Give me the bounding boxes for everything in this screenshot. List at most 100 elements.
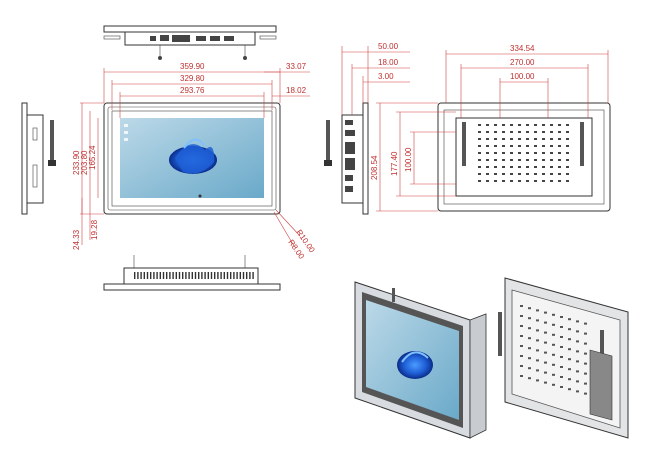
- vent-hole: [550, 152, 553, 154]
- vent-hole: [558, 166, 561, 168]
- vent-hole: [520, 325, 523, 327]
- dim-top-3: 33.07: [286, 62, 307, 71]
- vent-hole: [478, 159, 481, 161]
- vent-hole: [552, 343, 555, 346]
- vent-slot: [198, 272, 200, 279]
- vent-hole: [518, 124, 521, 126]
- vent-hole: [550, 166, 553, 168]
- vent-slot: [159, 272, 161, 279]
- vent-slot: [169, 272, 171, 279]
- vent-slot: [182, 272, 184, 279]
- vent-hole: [560, 326, 563, 328]
- vent-hole: [534, 159, 537, 161]
- dim-left-3: 24.33: [72, 229, 81, 250]
- vent-hole: [542, 124, 545, 126]
- vent-hole: [584, 372, 587, 375]
- vent-hole: [560, 386, 563, 388]
- vent-hole: [550, 145, 553, 147]
- vent-slot: [201, 272, 203, 279]
- vent-slot: [194, 272, 197, 279]
- rear-view: 334.54 270.00 100.00 208.54 177.40 100.0…: [370, 44, 611, 212]
- dim-side-0: 50.00: [378, 42, 399, 51]
- vent-hole: [536, 339, 539, 342]
- vent-hole: [568, 378, 571, 381]
- front-left-dimensions: 233.90 203.80 165.24 24.33 19.28: [72, 102, 104, 250]
- vent-slot: [210, 272, 213, 279]
- vent-hole: [478, 138, 481, 140]
- vent-hole: [510, 145, 513, 147]
- vent-hole: [566, 152, 569, 154]
- vent-hole: [518, 180, 521, 182]
- vent-hole: [486, 152, 489, 154]
- vent-hole: [520, 365, 523, 367]
- vent-hole: [494, 159, 497, 161]
- vent-hole: [486, 138, 489, 140]
- vent-hole: [542, 131, 545, 133]
- vent-hole: [560, 316, 563, 318]
- vent-hole: [566, 166, 569, 168]
- vent-hole: [560, 366, 563, 368]
- vent-hole: [558, 173, 561, 175]
- vent-hole: [568, 338, 571, 341]
- antenna-icon: [392, 288, 395, 302]
- vent-hole: [534, 166, 537, 168]
- vent-hole: [542, 138, 545, 140]
- dim-rear-left-1: 177.40: [390, 151, 399, 176]
- vent-hole: [502, 124, 505, 126]
- vent-hole: [510, 180, 513, 182]
- vent-hole: [534, 145, 537, 147]
- vent-hole: [550, 131, 553, 133]
- vent-hole: [518, 145, 521, 147]
- vent-hole: [502, 138, 505, 140]
- vent-hole: [558, 152, 561, 154]
- vent-hole: [536, 369, 539, 372]
- vent-hole: [534, 180, 537, 182]
- isometric-rear: [498, 277, 629, 439]
- vent-hole: [478, 173, 481, 175]
- vent-hole: [576, 350, 579, 353]
- vent-hole: [552, 313, 555, 316]
- vent-hole: [544, 321, 547, 324]
- vent-hole: [502, 145, 505, 147]
- vent-hole: [520, 375, 523, 377]
- vent-hole: [526, 180, 529, 182]
- vent-hole: [502, 173, 505, 175]
- dim-rear-top-2: 100.00: [510, 72, 535, 81]
- vent-hole: [486, 131, 489, 133]
- dim-left-4: 19.28: [90, 219, 99, 240]
- vent-hole: [502, 180, 505, 182]
- vent-slot: [137, 272, 139, 279]
- vent-hole: [510, 152, 513, 154]
- vent-hole: [486, 145, 489, 147]
- dim-left-2: 165.24: [88, 145, 97, 170]
- vent-hole: [566, 138, 569, 140]
- dim-left-0: 233.90: [72, 150, 81, 175]
- vent-hole: [502, 152, 505, 154]
- vent-hole: [520, 335, 523, 337]
- dim-rear-left-0: 208.54: [370, 155, 379, 180]
- vent-hole: [542, 145, 545, 147]
- isometric-front: [354, 281, 487, 439]
- vent-hole: [478, 131, 481, 133]
- vent-hole: [568, 358, 571, 361]
- vent-hole: [528, 337, 531, 340]
- vent-hole: [494, 173, 497, 175]
- vent-hole: [544, 331, 547, 334]
- vent-hole: [510, 124, 513, 126]
- vent-hole: [566, 173, 569, 175]
- vent-hole: [520, 345, 523, 347]
- vent-hole: [584, 342, 587, 345]
- vent-hole: [558, 180, 561, 182]
- vent-hole: [550, 124, 553, 126]
- vent-hole: [528, 307, 531, 310]
- vent-hole: [568, 388, 571, 391]
- vent-hole: [536, 319, 539, 322]
- antenna-icon: [48, 120, 56, 166]
- vent-hole: [502, 166, 505, 168]
- vent-slot: [191, 272, 193, 279]
- vent-slot: [188, 272, 190, 279]
- vent-hole: [568, 368, 571, 371]
- front-view: [103, 102, 281, 215]
- vent-slot: [223, 272, 225, 279]
